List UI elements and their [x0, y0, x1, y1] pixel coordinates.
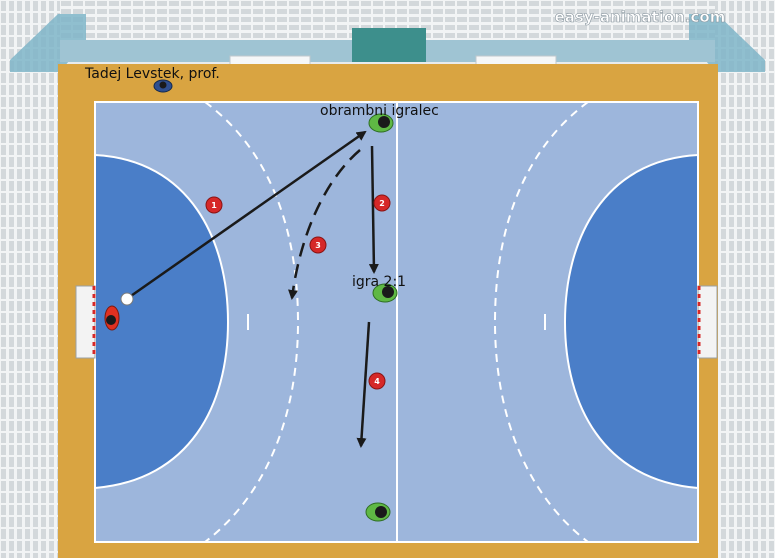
marker-4-label: 4 — [374, 377, 380, 386]
marker-1: 1 — [206, 197, 222, 213]
marker-4: 4 — [369, 373, 385, 389]
play-label: igra 2:1 — [352, 274, 406, 290]
marker-1-label: 1 — [211, 201, 217, 210]
marker-2: 2 — [374, 195, 390, 211]
player-icon — [366, 503, 390, 521]
marker-3: 3 — [310, 237, 326, 253]
marker-2-label: 2 — [379, 199, 385, 208]
player-icon — [105, 306, 119, 330]
stands-right — [715, 0, 775, 558]
stands-left — [0, 0, 60, 558]
tunnel — [352, 28, 426, 62]
goal-icon — [76, 286, 95, 358]
goal-icon — [698, 286, 717, 358]
defender-label: obrambni igralec — [320, 103, 439, 119]
marker-3-label: 3 — [315, 241, 321, 250]
ball-icon — [121, 293, 133, 305]
author-label: Tadej Levstek, prof. — [84, 66, 220, 82]
watermark: easy-animation.com — [555, 8, 726, 26]
